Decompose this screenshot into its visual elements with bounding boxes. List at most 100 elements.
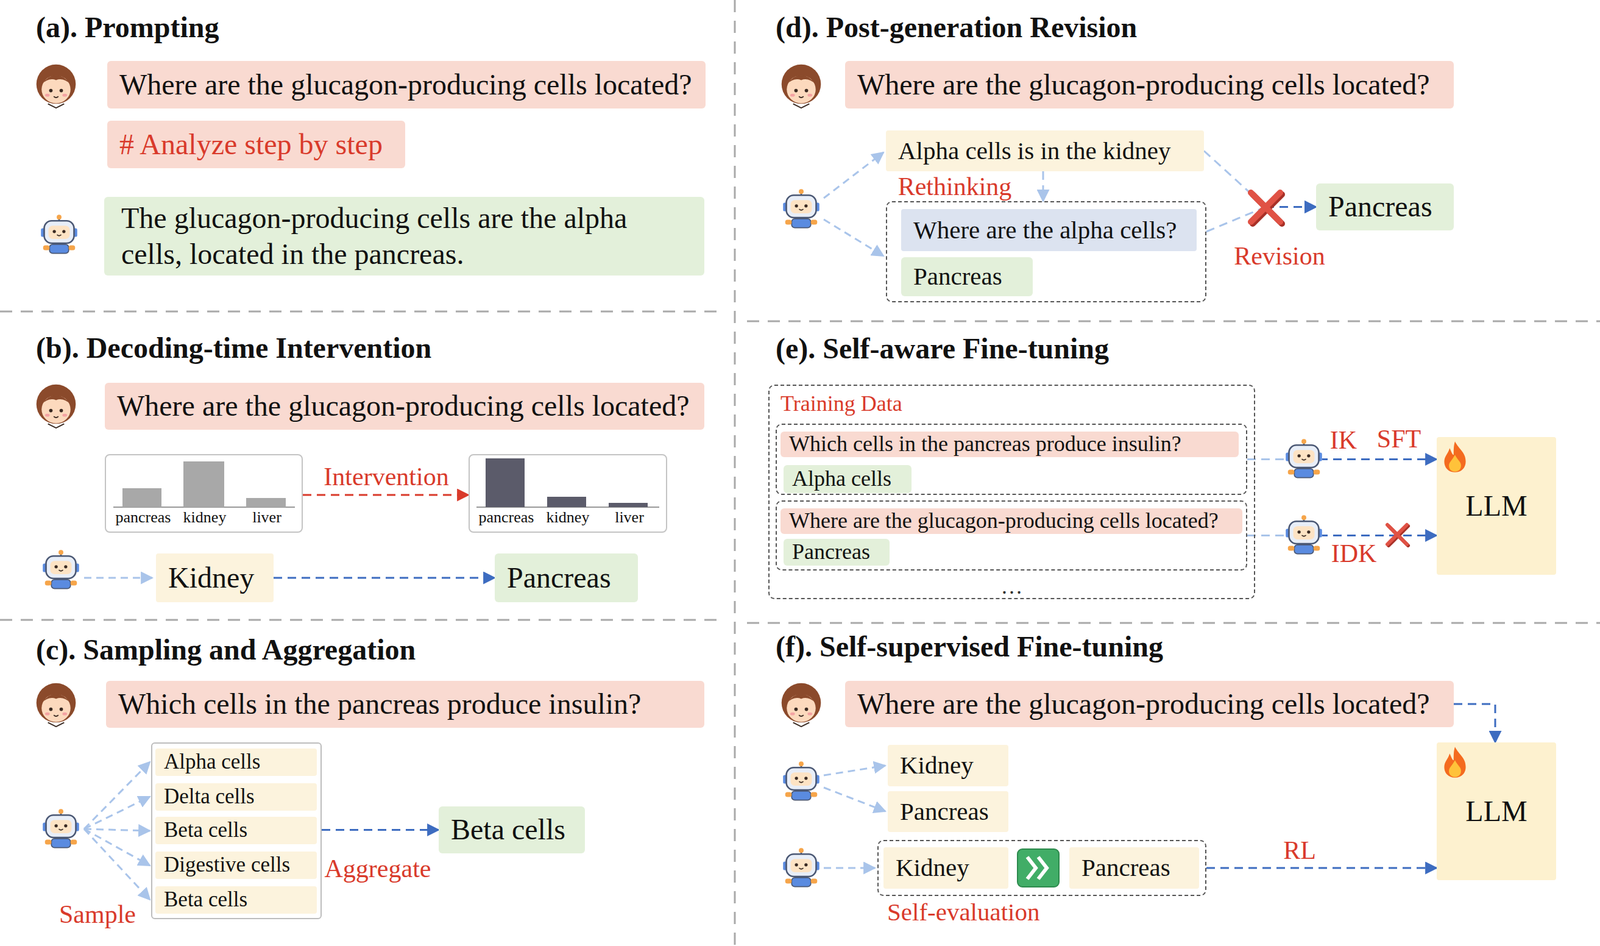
node-text: LLM <box>1465 795 1527 828</box>
sample-box: Alpha cells <box>155 748 317 776</box>
question-box: Where are the glucagon-producing cells l… <box>107 60 706 109</box>
node-text: Pancreas <box>1081 853 1171 882</box>
user-icon <box>36 384 77 428</box>
sample-box: Delta cells <box>155 782 317 811</box>
annotation-label: IDK <box>1328 539 1380 568</box>
panel-title: (a). Prompting <box>35 10 219 44</box>
eval-container: Self-evaluationKidneyPancreas <box>877 839 1207 896</box>
node-text: Beta cells <box>163 818 248 843</box>
panel-title: (c). Sampling and Aggregation <box>35 632 416 666</box>
token-box: Kidney <box>155 553 274 602</box>
robot-icon <box>782 761 820 802</box>
connector <box>321 829 439 830</box>
edge-label: SFT <box>1374 424 1424 453</box>
question-box: Which cells in the pancreas produce insu… <box>780 431 1239 457</box>
node-text: Alpha cells <box>163 750 261 774</box>
panel-title: (d). Post-generation Revision <box>775 10 1137 44</box>
robot-icon <box>1285 438 1323 480</box>
connector-line <box>1319 534 1437 537</box>
node-text: Pancreas <box>899 797 989 825</box>
sample-box: Pancreas <box>887 790 1009 832</box>
chart-box: pancreas kidney liver <box>104 453 303 533</box>
node-text: Where are the glucagon-producing cells l… <box>857 68 1431 102</box>
connector <box>273 577 495 579</box>
node-text: The glucagon-producing cells are the alp… <box>121 200 688 272</box>
container-heading: Training Data <box>780 391 903 417</box>
example-container: Where are the glucagon-producing cells l… <box>775 500 1248 571</box>
robot-icon <box>40 214 78 256</box>
node-text: # Analyze step by step <box>119 128 383 161</box>
node-text: Beta cells <box>163 887 248 912</box>
panel-title: (b). Decoding-time Intervention <box>35 330 432 365</box>
robot-icon <box>782 188 820 230</box>
node-text: Kidney <box>168 561 255 595</box>
connector <box>1453 703 1496 743</box>
bar-label: pancreas <box>478 508 535 527</box>
user-icon <box>781 683 822 727</box>
edge-label: Intervention <box>321 462 451 491</box>
node-text: Pancreas <box>913 262 1003 291</box>
sample-box: Pancreas <box>1069 846 1200 889</box>
sample-box: Digestive cells <box>155 851 317 879</box>
sample-box: Beta cells <box>155 885 317 914</box>
edge-label: Aggregate <box>322 854 434 883</box>
cross-mark <box>1250 192 1282 224</box>
robot-icon <box>42 549 80 591</box>
answer-box: Alpha cells <box>783 464 912 493</box>
connector-line <box>321 828 439 831</box>
connector <box>1247 534 1437 536</box>
connector-line <box>273 576 495 579</box>
node-text: Alpha cells is in the kidney <box>898 137 1172 165</box>
robot-icon <box>42 808 80 850</box>
result-box: Beta cells <box>438 806 585 854</box>
node-text: Beta cells <box>450 813 566 846</box>
node-text: Kidney <box>895 853 970 882</box>
question-box: Where are the glucagon-producing cells l… <box>780 508 1243 534</box>
bar-label: liver <box>252 508 282 527</box>
edge-label: Rethinking <box>895 172 1015 201</box>
fire-icon <box>1444 746 1466 778</box>
container-heading: Self-evaluation <box>887 898 1040 926</box>
llm-block <box>1436 742 1557 880</box>
robot-icon <box>1285 514 1323 556</box>
question-box: Which cells in the pancreas produce insu… <box>106 680 705 728</box>
node-text: Where are the alpha cells? <box>913 216 1178 244</box>
node-text: Digestive cells <box>163 853 291 877</box>
rethink-container: Where are the alpha cells? Pancreas <box>885 201 1207 303</box>
edge-label: RL <box>1280 835 1319 864</box>
connector-line <box>302 494 469 496</box>
connector <box>1206 867 1437 869</box>
bar-label: liver <box>614 508 645 527</box>
sample-container: Alpha cellsDelta cellsBeta cellsDigestiv… <box>151 742 322 919</box>
question-box: Where are the glucagon-producing cells l… <box>104 382 705 430</box>
bar-label: kidney <box>183 508 227 527</box>
node-text: Pancreas <box>1328 190 1433 224</box>
connector-line <box>1042 171 1045 202</box>
node-text: Where are the glucagon-producing cells l… <box>116 389 690 423</box>
node-text: Pancreas <box>506 561 612 595</box>
subanswer-box: Pancreas <box>901 257 1033 297</box>
node-text: Pancreas <box>792 539 871 565</box>
bar-label: pancreas <box>115 508 172 527</box>
llm-box: LLM <box>1436 436 1557 575</box>
user-icon <box>36 64 77 108</box>
connector-line <box>1453 703 1496 743</box>
connector <box>302 494 469 496</box>
question-box: Where are the glucagon-producing cells l… <box>845 680 1454 727</box>
user-icon <box>36 683 77 727</box>
connector-line <box>1319 458 1437 461</box>
node-text: Where are the glucagon-producing cells l… <box>119 68 693 102</box>
connector <box>1043 171 1044 202</box>
user-icon <box>781 64 822 108</box>
connector <box>1247 458 1437 460</box>
annotation-label: Revision <box>1231 241 1328 270</box>
llm-box: LLM <box>1436 742 1557 880</box>
token-box: Pancreas <box>494 553 638 602</box>
chart-box: pancreaskidneyliver <box>468 453 668 533</box>
answer-box: The glucagon-producing cells are the alp… <box>104 196 705 276</box>
node-text: Alpha cells <box>792 466 892 492</box>
fire-icon <box>1444 441 1466 473</box>
cross-mark <box>1387 524 1409 546</box>
